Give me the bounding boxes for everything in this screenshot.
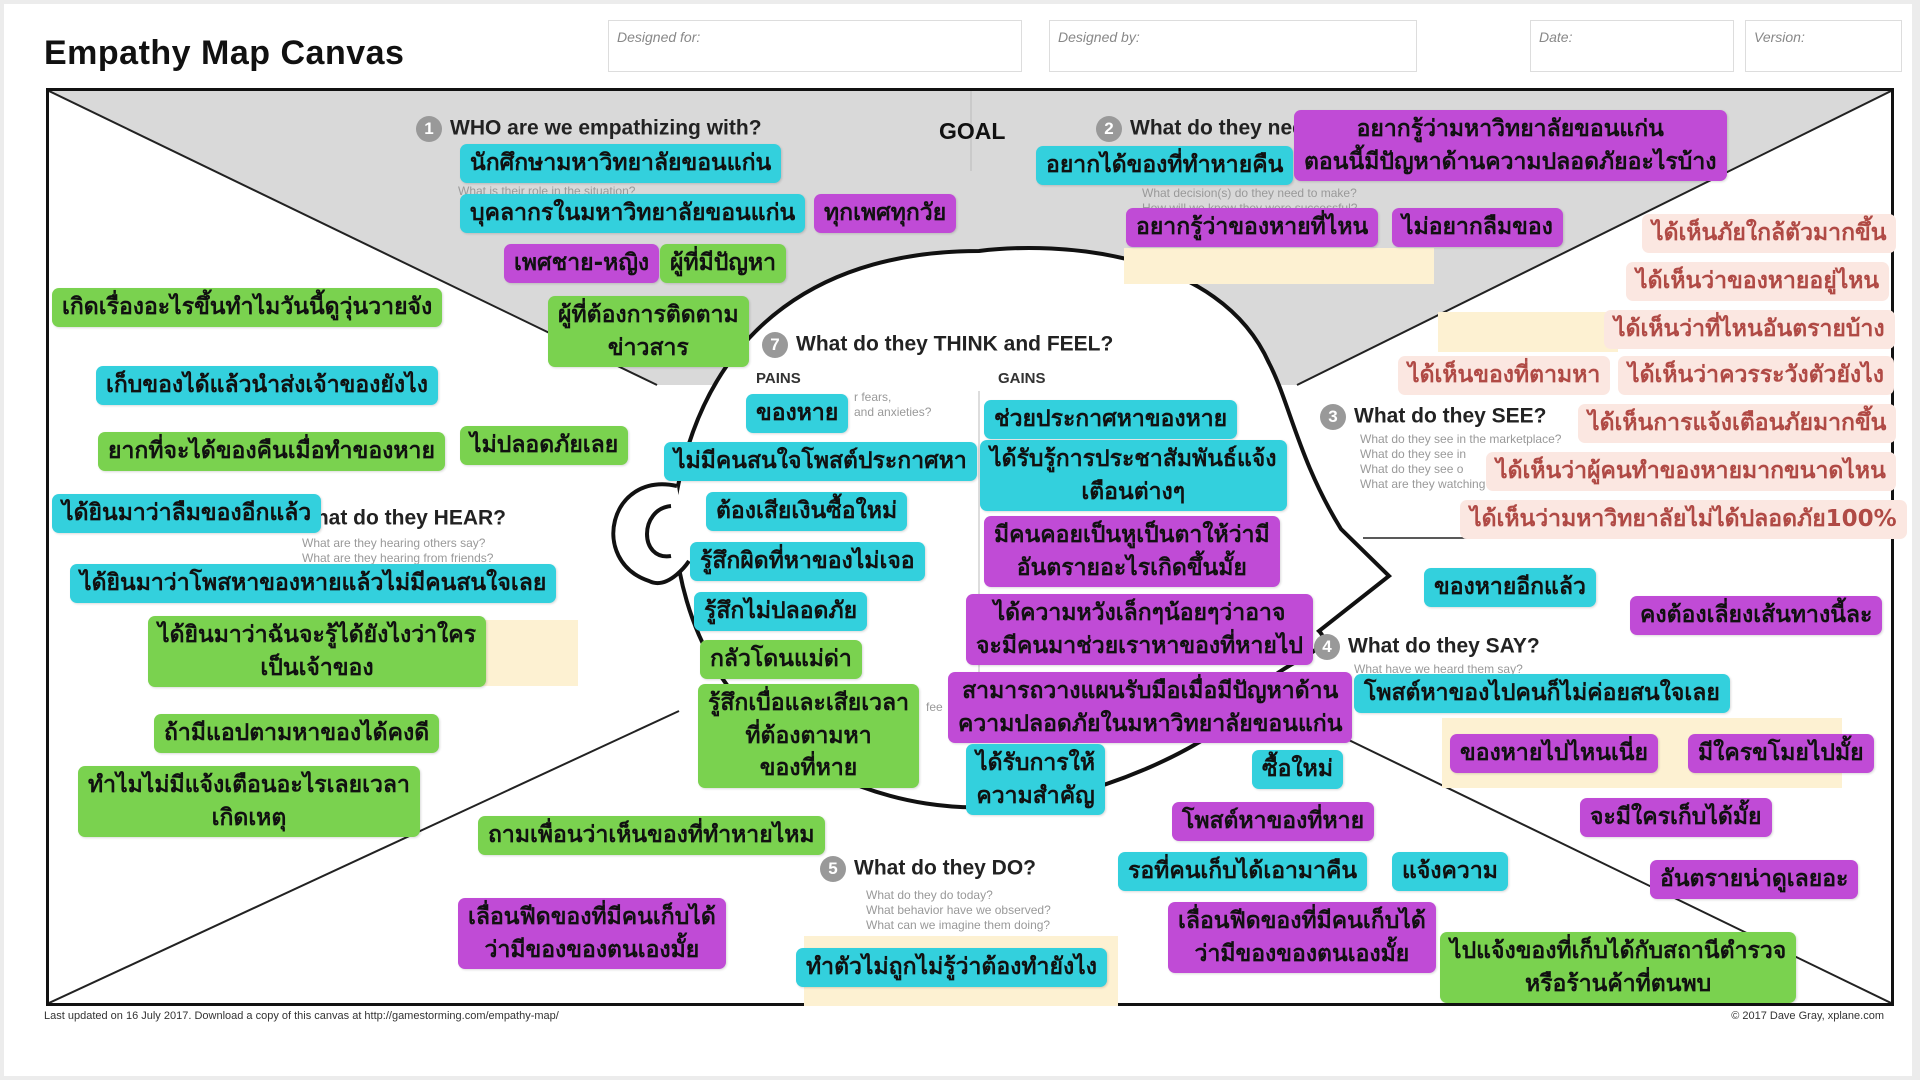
sticky-note[interactable]: มีใครขโมยไปมั้ย: [1688, 734, 1874, 773]
sticky-note[interactable]: ทำตัวไม่ถูกไม่รู้ว่าต้องทำยังไง: [796, 948, 1107, 987]
page-title: Empathy Map Canvas: [44, 34, 405, 72]
sticky-note[interactable]: ได้เห็นว่ามหาวิทยาลัยไม่ได้ปลอดภัย100%: [1460, 500, 1907, 539]
sticky-note[interactable]: ได้ยินมาว่าฉันจะรู้ได้ยังไงว่าใคร เป็นเจ…: [148, 616, 486, 688]
sticky-note[interactable]: ไม่ปลอดภัยเลย: [460, 426, 629, 465]
sticky-note[interactable]: ทำไมไม่มีแจ้งเตือนอะไรเลยเวลา เกิดเหตุ: [78, 766, 420, 838]
sticky-note[interactable]: เพศชาย-หญิง: [504, 244, 660, 283]
sticky-note[interactable]: ได้ยินมาว่าโพสหาของหายแล้วไม่มีคนสนใจเลย: [70, 564, 557, 603]
sticky-note[interactable]: ช่วยประกาศหาของหาย: [984, 400, 1238, 439]
gains-label: GAINS: [998, 370, 1046, 387]
sticky-note[interactable]: คงต้องเลี่ยงเส้นทางนี้ละ: [1630, 596, 1883, 635]
sticky-note[interactable]: ผู้ที่มีปัญหา: [660, 244, 787, 283]
section-title: What do they SAY?: [1348, 634, 1540, 658]
sticky-note[interactable]: รู้สึกเบื่อและเสียเวลา ที่ต้องตามหา ของท…: [698, 684, 920, 788]
need-highlight: [1124, 248, 1434, 284]
sticky-note[interactable]: ได้ยินมาว่าลืมของอีกแล้ว: [52, 494, 322, 533]
section-number: 1: [416, 116, 442, 142]
sticky-note[interactable]: ทุกเพศทุกวัย: [814, 194, 957, 233]
sticky-note[interactable]: ถามเพื่อนว่าเห็นของที่ทำหายไหม: [478, 816, 825, 855]
section-title: What do they THINK and FEEL?: [796, 332, 1114, 356]
section-do: 5 What do they DO?: [820, 856, 1036, 882]
sticky-note[interactable]: อันตรายน่าดูเลยอะ: [1650, 860, 1859, 899]
sticky-note[interactable]: ของหาย: [746, 394, 849, 433]
goal-label: GOAL: [939, 118, 1006, 144]
section-hear-sub: What are they hearing others say? What a…: [302, 536, 494, 565]
section-title: What do they SEE?: [1354, 404, 1547, 428]
sticky-note[interactable]: สามารถวางแผนรับมือเมื่อมีปัญหาด้าน ความป…: [948, 672, 1353, 744]
sticky-note[interactable]: รอที่คนเก็บได้เอามาคืน: [1118, 852, 1368, 891]
sticky-note[interactable]: โพสต์หาของไปคนก็ไม่ค่อยสนใจเลย: [1354, 674, 1730, 713]
pains-label: PAINS: [756, 370, 801, 387]
designed-for-label: Designed for:: [617, 29, 701, 45]
see-highlight: [1438, 312, 1618, 352]
section-title: WHO are we empathizing with?: [450, 116, 762, 140]
sticky-note[interactable]: มีคนคอยเป็นหูเป็นตาให้ว่ามี อันตรายอะไรเ…: [984, 516, 1280, 588]
sticky-note[interactable]: ของหายไปไหนเนี่ย: [1450, 734, 1658, 773]
pains-sub: r fears, and anxieties?: [854, 390, 932, 419]
section-think-feel: 7 What do they THINK and FEEL?: [762, 332, 1113, 358]
designed-by-label: Designed by:: [1058, 29, 1140, 45]
sticky-note[interactable]: จะมีใครเก็บได้มั้ย: [1580, 798, 1772, 837]
designed-for-field[interactable]: Designed for:: [608, 20, 1022, 72]
sticky-note[interactable]: เก็บของได้แล้วนำส่งเจ้าของยังไง: [96, 366, 438, 405]
section-title: What do they HEAR?: [296, 506, 506, 530]
footer-copyright: © 2017 Dave Gray, xplane.com: [1731, 1010, 1884, 1022]
sticky-note[interactable]: บุคลากรในมหาวิทยาลัยขอนแก่น: [460, 194, 806, 233]
section-number: 2: [1096, 116, 1122, 142]
sticky-note[interactable]: ได้เห็นภัยใกล้ตัวมากขึ้น: [1642, 214, 1897, 253]
sticky-note[interactable]: อยากได้ของที่ทำหายคืน: [1036, 146, 1294, 185]
sticky-note[interactable]: ได้เห็นว่าผู้คนทำของหายมากขนาดไหน: [1486, 452, 1896, 491]
sticky-note[interactable]: ของหายอีกแล้ว: [1424, 568, 1596, 607]
sticky-note[interactable]: ได้เห็นของที่ตามหา: [1398, 356, 1611, 395]
sticky-note[interactable]: ไม่อยากลืมของ: [1392, 208, 1563, 247]
sticky-note[interactable]: ได้เห็นว่าของหายอยู่ไหน: [1626, 262, 1890, 301]
date-field[interactable]: Date:: [1530, 20, 1734, 72]
sticky-note[interactable]: ได้เห็นว่าที่ไหนอันตรายบ้าง: [1604, 310, 1895, 349]
section-who: 1 WHO are we empathizing with?: [416, 116, 762, 142]
sticky-note[interactable]: ได้รับการให้ ความสำคัญ: [966, 744, 1106, 816]
section-say-sub: What have we heard them say?: [1354, 662, 1523, 676]
sticky-note[interactable]: ได้เห็นการแจ้งเตือนภัยมากขึ้น: [1578, 404, 1897, 443]
sticky-note[interactable]: ถ้ามีแอปตามหาของได้คงดี: [154, 714, 440, 753]
section-do-sub: What do they do today? What behavior hav…: [866, 888, 1051, 932]
section-number: 7: [762, 332, 788, 358]
date-label: Date:: [1539, 29, 1573, 45]
section-title: What do they need: [1130, 116, 1317, 140]
sticky-note[interactable]: ยากที่จะได้ของคืนเมื่อทำของหาย: [98, 432, 445, 471]
sticky-note[interactable]: ซื้อใหม่: [1252, 750, 1343, 789]
sticky-note[interactable]: เกิดเรื่องอะไรขึ้นทำไมวันนี้ดูวุ่นวายจัง: [52, 288, 443, 327]
sticky-note[interactable]: ได้เห็นว่าควรระวังตัวยังไง: [1618, 356, 1894, 395]
sticky-note[interactable]: อยากรู้ว่าของหายที่ไหน: [1126, 208, 1379, 247]
sticky-note[interactable]: รู้สึกผิดที่หาของไม่เจอ: [690, 542, 925, 581]
sticky-note[interactable]: ไม่มีคนสนใจโพสต์ประกาศหา: [664, 442, 977, 481]
footer-note: Last updated on 16 July 2017. Download a…: [44, 1010, 559, 1022]
sticky-note[interactable]: เลื่อนฟีดของที่มีคนเก็บได้ ว่ามีของของตน…: [1168, 902, 1436, 974]
version-label: Version:: [1754, 29, 1805, 45]
sticky-note[interactable]: อยากรู้ว่ามหาวิทยาลัยขอนแก่น ตอนนี้มีปัญ…: [1294, 110, 1727, 182]
version-field[interactable]: Version:: [1745, 20, 1902, 72]
gains-sub: fee: [926, 700, 943, 714]
sticky-note[interactable]: ได้รับรู้การประชาสัมพันธ์แจ้ง เตือนต่างๆ: [980, 440, 1287, 512]
sticky-note[interactable]: ผู้ที่ต้องการติดตาม ข่าวสาร: [548, 296, 749, 368]
section-number: 5: [820, 856, 846, 882]
section-need: 2 What do they need: [1096, 116, 1317, 142]
section-see: 3 What do they SEE?: [1320, 404, 1547, 430]
sticky-note[interactable]: กลัวโดนแม่ด่า: [700, 640, 862, 679]
sticky-note[interactable]: เลื่อนฟีดของที่มีคนเก็บได้ ว่ามีของของตน…: [458, 898, 726, 970]
section-number: 4: [1314, 634, 1340, 660]
sticky-note[interactable]: แจ้งความ: [1392, 852, 1508, 891]
section-say: 4 What do they SAY?: [1314, 634, 1540, 660]
sticky-note[interactable]: ได้ความหวังเล็กๆน้อยๆว่าอาจ จะมีคนมาช่วย…: [966, 594, 1314, 666]
sticky-note[interactable]: ไปแจ้งของที่เก็บได้กับสถานีตำรวจ หรือร้า…: [1440, 932, 1797, 1004]
designed-by-field[interactable]: Designed by:: [1049, 20, 1417, 72]
empathy-map-page: Empathy Map Canvas Designed for: Designe…: [4, 4, 1912, 1076]
sticky-note[interactable]: นักศึกษามหาวิทยาลัยขอนแก่น: [460, 144, 782, 183]
sticky-note[interactable]: ต้องเสียเงินซื้อใหม่: [706, 492, 908, 531]
section-number: 3: [1320, 404, 1346, 430]
sticky-note[interactable]: รู้สึกไม่ปลอดภัย: [694, 592, 868, 631]
section-title: What do they DO?: [854, 856, 1036, 880]
sticky-note[interactable]: โพสต์หาของที่หาย: [1172, 802, 1375, 841]
